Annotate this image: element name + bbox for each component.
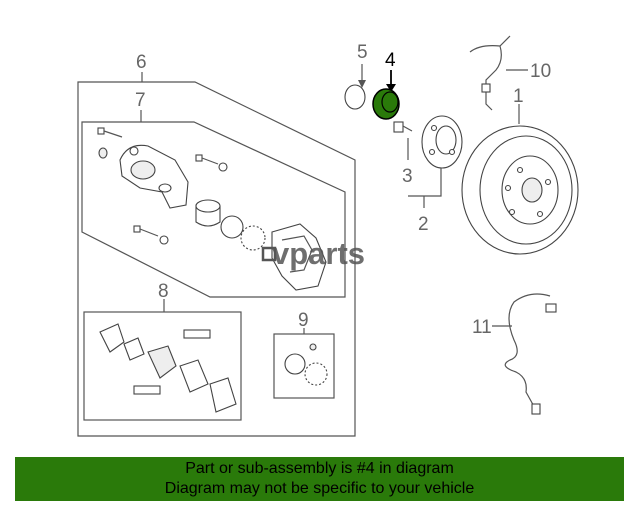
caliper-housing bbox=[119, 144, 189, 209]
abs-sensor-wire bbox=[504, 293, 551, 411]
caliper-group-outline-7 bbox=[81, 121, 346, 298]
watermark-logo: vparts bbox=[261, 236, 365, 271]
kit-seal-ring bbox=[284, 353, 306, 375]
pad-shim bbox=[99, 323, 125, 353]
callout-1[interactable]: 1 bbox=[513, 86, 524, 107]
kit-boot-ring bbox=[304, 362, 328, 386]
pad-clip-bottom bbox=[133, 385, 161, 395]
banner-line-2: Diagram may not be specific to your vehi… bbox=[164, 480, 475, 497]
brake-hose bbox=[469, 35, 511, 111]
callout-9[interactable]: 9 bbox=[298, 310, 309, 331]
pad-group-outline-8 bbox=[83, 311, 242, 421]
callout-11[interactable]: 11 bbox=[472, 317, 492, 338]
caliper-bracket bbox=[271, 223, 327, 291]
dust-shield bbox=[344, 84, 366, 110]
piston bbox=[195, 199, 221, 227]
callout-5[interactable]: 5 bbox=[357, 42, 368, 63]
pad-clip-top bbox=[183, 329, 211, 339]
callout-6[interactable]: 6 bbox=[136, 52, 147, 73]
pad-wear-plate bbox=[209, 377, 237, 413]
callout-2[interactable]: 2 bbox=[418, 214, 429, 235]
caliper-bushing bbox=[98, 147, 108, 159]
wheel-bolt bbox=[393, 121, 413, 133]
dust-boot bbox=[158, 183, 172, 193]
info-banner: Part or sub-assembly is #4 in diagram Di… bbox=[15, 457, 624, 501]
wheel-hub bbox=[421, 115, 463, 169]
highlighted-seal-part-4[interactable] bbox=[372, 88, 400, 120]
assembly-outline-6 bbox=[77, 81, 356, 437]
parts-diagram: 6 7 8 9 5 bbox=[77, 35, 579, 437]
brake-disc bbox=[461, 125, 579, 255]
guide-pin bbox=[195, 154, 228, 172]
brake-pad-inner bbox=[147, 345, 177, 379]
callout-8[interactable]: 8 bbox=[158, 281, 169, 302]
callout-7[interactable]: 7 bbox=[135, 90, 146, 111]
caliper-bolt-lower bbox=[133, 225, 169, 245]
piston-boot bbox=[240, 225, 266, 251]
pad-shim-2 bbox=[123, 337, 145, 361]
callout-3[interactable]: 3 bbox=[402, 166, 413, 187]
piston-seal bbox=[220, 215, 244, 239]
callout-4[interactable]: 4 bbox=[385, 50, 396, 71]
brake-pad-outer bbox=[179, 359, 209, 393]
callout-10[interactable]: 10 bbox=[530, 61, 551, 82]
banner-line-1: Part or sub-assembly is #4 in diagram bbox=[185, 460, 454, 477]
svg-text:vparts: vparts bbox=[272, 236, 365, 271]
caliper-bolt-top bbox=[97, 127, 123, 138]
